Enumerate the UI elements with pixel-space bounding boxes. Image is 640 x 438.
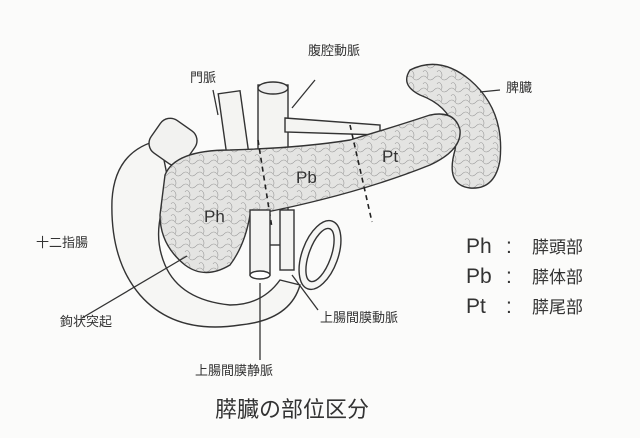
duodenum-shape — [111, 139, 301, 328]
legend-sep: : — [506, 295, 512, 318]
legend-abbr: Pb — [466, 265, 492, 288]
label-region-head: Ph — [204, 207, 225, 226]
label-region-body: Pb — [296, 168, 317, 187]
body-tail-divider — [349, 124, 373, 223]
legend-name: 膵尾部 — [532, 298, 583, 318]
sm-vein-vessel — [249, 209, 271, 276]
legend-sep: : — [506, 265, 512, 288]
label-portal-vein: 門脈 — [190, 71, 216, 86]
label-uncinate-process: 鉤状突起 — [60, 314, 112, 330]
duodenum-tube — [148, 117, 198, 167]
legend-name: 膵体部 — [532, 268, 583, 288]
legend-abbr: Ph — [466, 235, 492, 258]
label-sm-artery: 上腸間膜動脈 — [320, 311, 398, 326]
label-spleen: 脾臓 — [506, 81, 532, 96]
legend: Ph : 膵頭部 Pb : 膵体部 Pt : 膵尾部 — [466, 235, 583, 318]
sm-artery-vessel — [279, 209, 295, 271]
label-sm-vein: 上腸間膜静脈 — [195, 364, 273, 379]
legend-abbr: Pt — [466, 295, 486, 318]
label-duodenum: 十二指腸 — [36, 236, 88, 251]
legend-sep: : — [506, 235, 512, 258]
label-celiac-artery: 腹腔動脈 — [308, 43, 360, 59]
diagram-title: 膵臓の部位区分 — [215, 398, 369, 423]
legend-name: 膵頭部 — [532, 238, 583, 258]
pancreas-shape — [159, 113, 461, 274]
label-region-tail: Pt — [382, 147, 398, 166]
celiac-branch — [284, 117, 381, 136]
